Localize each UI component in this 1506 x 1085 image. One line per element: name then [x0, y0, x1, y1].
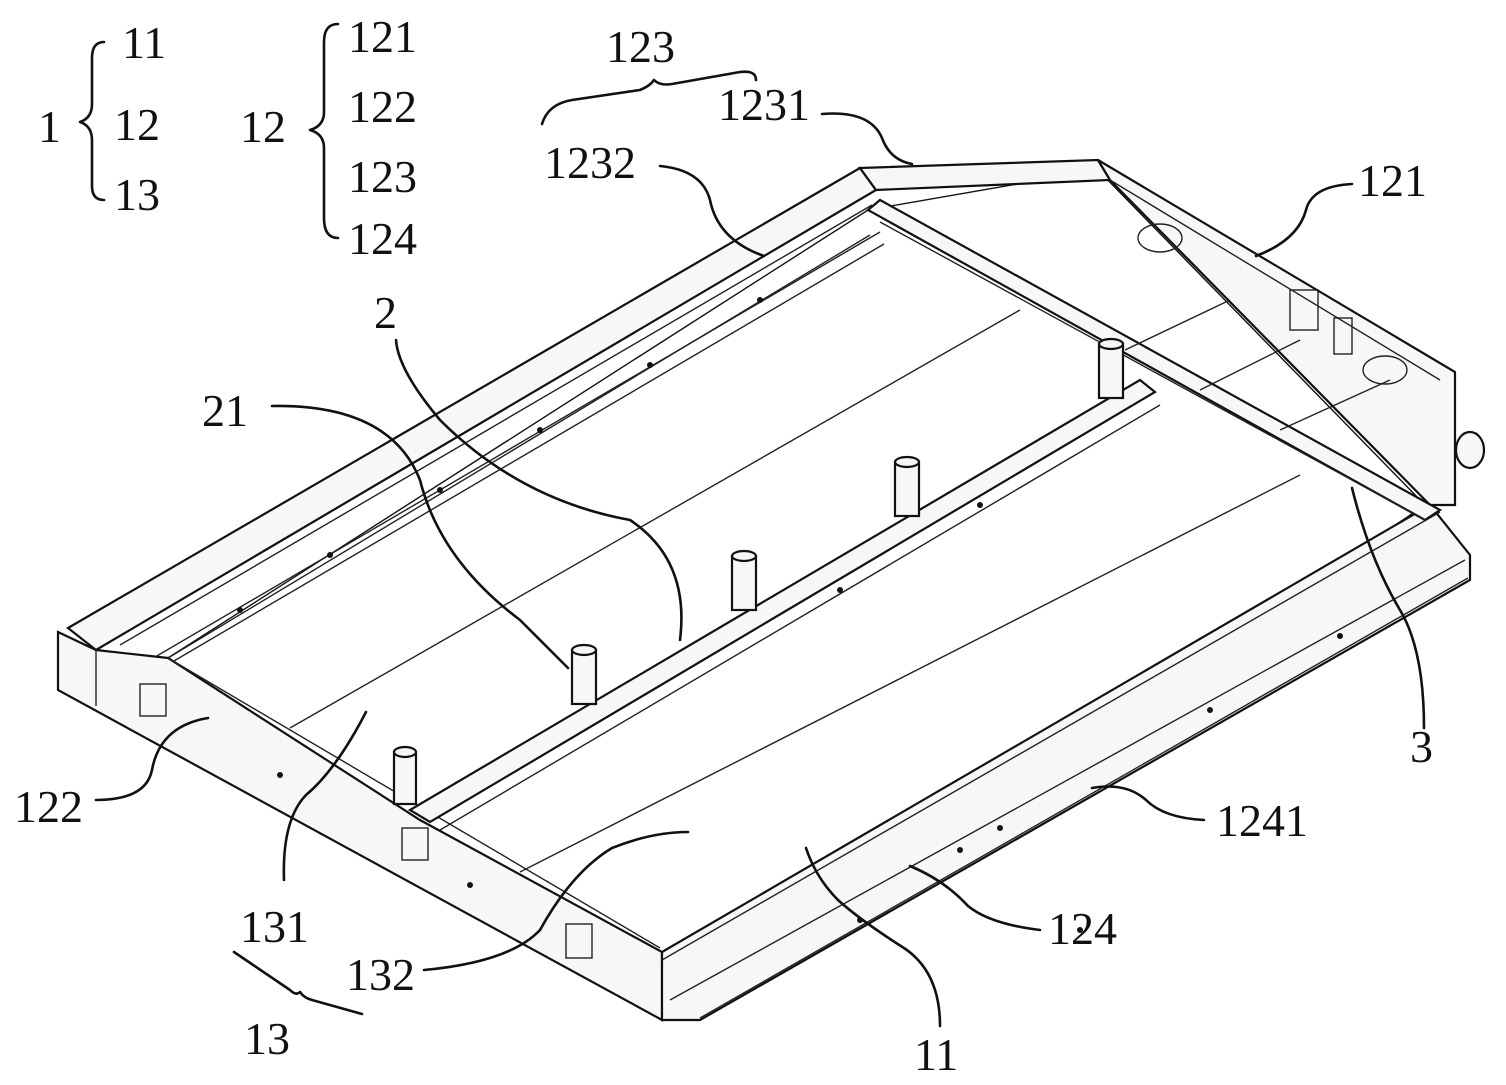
mounting-post-top [394, 747, 416, 757]
bolt-hole [327, 552, 333, 558]
leader-124 [910, 866, 1040, 930]
leader-1241 [1092, 787, 1204, 821]
legend-brace-1 [80, 42, 104, 200]
mounting-post [394, 752, 416, 804]
leader-121 [1256, 184, 1352, 256]
callout-121: 121 [1358, 155, 1427, 206]
callout-3: 3 [1410, 721, 1433, 772]
callout-132: 132 [346, 949, 415, 1000]
mounting-post [895, 462, 919, 516]
bolt-hole [957, 847, 963, 853]
callout-21: 21 [202, 385, 248, 436]
connector-knob [1456, 432, 1484, 468]
bolt-hole [237, 607, 243, 613]
legend-label-11: 11 [122, 17, 166, 68]
bolt-hole [437, 487, 443, 493]
bolt-hole [1337, 633, 1343, 639]
bolt-hole [757, 297, 763, 303]
bolt-hole [837, 587, 843, 593]
callout-13: 13 [244, 1013, 290, 1064]
bolt-hole [1207, 707, 1213, 713]
bolt-hole [997, 825, 1003, 831]
callout-122: 122 [14, 781, 83, 832]
mounting-post-top [1099, 339, 1123, 349]
callout-2: 2 [374, 287, 397, 338]
mounting-post-top [732, 551, 756, 561]
callout-1241: 1241 [1216, 795, 1308, 846]
bracket-13 [234, 952, 362, 1014]
callout-1231: 1231 [718, 79, 810, 130]
callout-124: 124 [1048, 903, 1117, 954]
legend-brace-12 [310, 24, 338, 238]
legend-label-12: 12 [114, 99, 160, 150]
bolt-hole [537, 427, 543, 433]
legend-label-122: 122 [348, 81, 417, 132]
mounting-post-top [895, 457, 919, 467]
legend: 1 11 12 13 12 121 122 123 124 [38, 11, 417, 264]
leader-1231 [822, 114, 912, 165]
bolt-hole [977, 502, 983, 508]
frame-structure [58, 160, 1484, 1020]
mounting-post [1099, 344, 1123, 398]
legend-label-123: 123 [348, 151, 417, 202]
callout-1232: 1232 [544, 137, 636, 188]
mounting-post [572, 650, 596, 704]
legend-label-1: 1 [38, 101, 61, 152]
callout-131: 131 [240, 901, 309, 952]
callout-123: 123 [606, 21, 675, 72]
legend-label-12-group: 12 [240, 101, 286, 152]
mounting-post-top [572, 645, 596, 655]
legend-label-124: 124 [348, 213, 417, 264]
callout-11: 11 [914, 1029, 958, 1080]
bolt-hole [467, 882, 473, 888]
bolt-hole [647, 362, 653, 368]
legend-label-13: 13 [114, 169, 160, 220]
bolt-hole [277, 772, 283, 778]
mounting-post [732, 556, 756, 610]
legend-label-121: 121 [348, 11, 417, 62]
